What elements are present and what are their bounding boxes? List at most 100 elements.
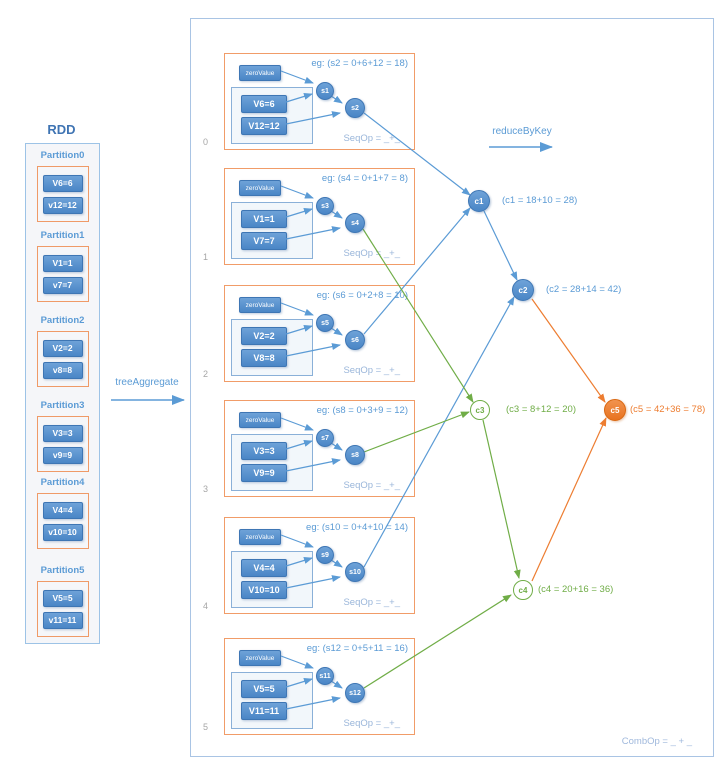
seq-box-5: zeroValue V5=5 V11=11 eg: (s12 = 0+5+11 … bbox=[224, 638, 415, 735]
rdd-title: RDD bbox=[47, 122, 76, 137]
partition-box: V1=1 v7=7 bbox=[36, 246, 89, 302]
step-node-s10: s10 bbox=[345, 562, 365, 582]
example-annotation: eg: (s2 = 0+6+12 = 18) bbox=[311, 58, 408, 69]
combine-node-c2: c2 bbox=[512, 279, 534, 301]
partition-box: V3=3 v9=9 bbox=[36, 416, 89, 472]
rdd-partition-2: Partition2 V2=2 v8=8 bbox=[26, 315, 99, 387]
step-node-s4: s4 bbox=[345, 213, 365, 233]
value-chip: V9=9 bbox=[241, 464, 287, 482]
seq-index-2: 2 bbox=[202, 369, 208, 379]
zero-value-chip: zeroValue bbox=[239, 297, 281, 313]
rdd-partition-0: Partition0 V6=6 v12=12 bbox=[26, 150, 99, 222]
value-chip: V1=1 bbox=[241, 210, 287, 228]
step-node-s8: s8 bbox=[345, 445, 365, 465]
annotation-c1: (c1 = 18+10 = 28) bbox=[502, 195, 578, 206]
seq-values-box: V3=3 V9=9 bbox=[231, 434, 313, 491]
rdd-container: Partition0 V6=6 v12=12 Partition1 V1=1 v… bbox=[25, 143, 100, 644]
example-annotation: eg: (s4 = 0+1+7 = 8) bbox=[321, 173, 408, 184]
value-chip: v11=11 bbox=[42, 611, 83, 629]
zero-value-chip: zeroValue bbox=[239, 529, 281, 545]
seq-values-box: V4=4 V10=10 bbox=[231, 551, 313, 608]
step-node-s6: s6 bbox=[345, 330, 365, 350]
step-node-s3: s3 bbox=[316, 197, 334, 215]
value-chip: v9=9 bbox=[42, 446, 83, 464]
example-annotation: eg: (s10 = 0+4+10 = 14) bbox=[306, 522, 408, 533]
step-node-s2: s2 bbox=[345, 98, 365, 118]
seq-values-box: V1=1 V7=7 bbox=[231, 202, 313, 259]
seq-index-0: 0 bbox=[202, 137, 208, 147]
value-chip: v7=7 bbox=[42, 276, 83, 294]
seqop-label: SeqOp = _+_ bbox=[343, 597, 400, 608]
value-chip: V11=11 bbox=[241, 702, 287, 720]
combine-node-c4: c4 bbox=[513, 580, 533, 600]
step-node-s1: s1 bbox=[316, 82, 334, 100]
annotation-c2: (c2 = 28+14 = 42) bbox=[546, 284, 622, 295]
example-annotation: eg: (s12 = 0+5+11 = 16) bbox=[306, 643, 408, 654]
rdd-partition-5: Partition5 V5=5 v11=11 bbox=[26, 565, 99, 637]
value-chip: V3=3 bbox=[42, 424, 83, 442]
step-node-s11: s11 bbox=[316, 667, 334, 685]
rdd-partition-4: Partition4 V4=4 v10=10 bbox=[26, 477, 99, 549]
seqop-label: SeqOp = _+_ bbox=[343, 248, 400, 259]
value-chip: V2=2 bbox=[42, 339, 83, 357]
zero-value-chip: zeroValue bbox=[239, 650, 281, 666]
zero-value-chip: zeroValue bbox=[239, 180, 281, 196]
seq-index-5: 5 bbox=[202, 722, 208, 732]
step-node-s7: s7 bbox=[316, 429, 334, 447]
step-node-s9: s9 bbox=[316, 546, 334, 564]
step-node-s5: s5 bbox=[316, 314, 334, 332]
combop-label: CombOp = _ + _ bbox=[621, 736, 692, 747]
value-chip: V12=12 bbox=[241, 117, 287, 135]
partition-box: V6=6 v12=12 bbox=[36, 166, 89, 222]
partition-label: Partition3 bbox=[40, 400, 85, 411]
value-chip: V2=2 bbox=[241, 327, 287, 345]
combine-node-c3: c3 bbox=[470, 400, 490, 420]
tree-aggregate-label: treeAggregate bbox=[115, 377, 179, 388]
seq-box-2: zeroValue V2=2 V8=8 eg: (s6 = 0+2+8 = 10… bbox=[224, 285, 415, 382]
value-chip: V6=6 bbox=[42, 174, 83, 192]
seqop-label: SeqOp = _+_ bbox=[343, 133, 400, 144]
value-chip: V7=7 bbox=[241, 232, 287, 250]
value-chip: V4=4 bbox=[241, 559, 287, 577]
zero-value-chip: zeroValue bbox=[239, 65, 281, 81]
seq-values-box: V5=5 V11=11 bbox=[231, 672, 313, 729]
seq-box-1: zeroValue V1=1 V7=7 eg: (s4 = 0+1+7 = 8)… bbox=[224, 168, 415, 265]
annotation-c3: (c3 = 8+12 = 20) bbox=[506, 404, 576, 415]
partition-box: V4=4 v10=10 bbox=[36, 493, 89, 549]
partition-label: Partition0 bbox=[40, 150, 85, 161]
seqop-label: SeqOp = _+_ bbox=[343, 718, 400, 729]
rdd-partition-1: Partition1 V1=1 v7=7 bbox=[26, 230, 99, 302]
value-chip: V3=3 bbox=[241, 442, 287, 460]
step-node-s12: s12 bbox=[345, 683, 365, 703]
seqop-label: SeqOp = _+_ bbox=[343, 480, 400, 491]
seq-index-3: 3 bbox=[202, 484, 208, 494]
seq-box-0: zeroValue V6=6 V12=12 eg: (s2 = 0+6+12 =… bbox=[224, 53, 415, 150]
seq-index-1: 1 bbox=[202, 252, 208, 262]
value-chip: V1=1 bbox=[42, 254, 83, 272]
value-chip: V5=5 bbox=[241, 680, 287, 698]
example-annotation: eg: (s6 = 0+2+8 = 10) bbox=[316, 290, 408, 301]
rdd-partition-3: Partition3 V3=3 v9=9 bbox=[26, 400, 99, 472]
annotation-c4: (c4 = 20+16 = 36) bbox=[538, 584, 614, 595]
partition-label: Partition5 bbox=[40, 565, 85, 576]
value-chip: V5=5 bbox=[42, 589, 83, 607]
reduce-by-key-label: reduceByKey bbox=[492, 126, 552, 137]
value-chip: V10=10 bbox=[241, 581, 287, 599]
annotation-c5: (c5 = 42+36 = 78) bbox=[630, 404, 706, 415]
zero-value-chip: zeroValue bbox=[239, 412, 281, 428]
partition-label: Partition2 bbox=[40, 315, 85, 326]
value-chip: v12=12 bbox=[42, 196, 83, 214]
seq-values-box: V6=6 V12=12 bbox=[231, 87, 313, 144]
partition-label: Partition4 bbox=[40, 477, 85, 488]
combine-node-c5: c5 bbox=[604, 399, 626, 421]
seq-values-box: V2=2 V8=8 bbox=[231, 319, 313, 376]
seq-box-4: zeroValue V4=4 V10=10 eg: (s10 = 0+4+10 … bbox=[224, 517, 415, 614]
partition-label: Partition1 bbox=[40, 230, 85, 241]
value-chip: V4=4 bbox=[42, 501, 83, 519]
combine-node-c1: c1 bbox=[468, 190, 490, 212]
seq-box-3: zeroValue V3=3 V9=9 eg: (s8 = 0+3+9 = 12… bbox=[224, 400, 415, 497]
value-chip: v8=8 bbox=[42, 361, 83, 379]
partition-box: V2=2 v8=8 bbox=[36, 331, 89, 387]
seqop-label: SeqOp = _+_ bbox=[343, 365, 400, 376]
value-chip: V8=8 bbox=[241, 349, 287, 367]
